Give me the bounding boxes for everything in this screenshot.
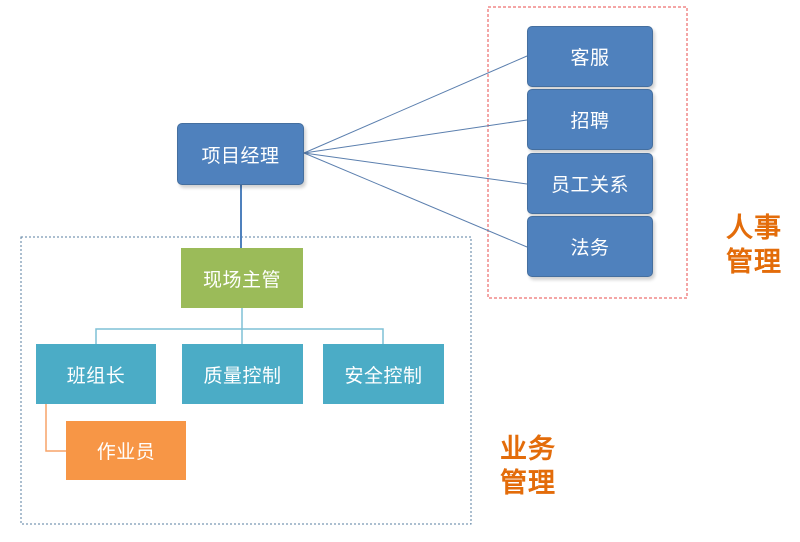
business-management-label: 业务 管理: [500, 433, 556, 501]
employee-relations-node: 员工关系: [527, 153, 653, 214]
quality-control-node: 质量控制: [182, 344, 303, 404]
recruitment-node: 招聘: [527, 89, 653, 150]
connector-pm-legal: [303, 152, 528, 248]
business-management-label-line2: 管理: [500, 468, 556, 499]
safety-control-node: 安全控制: [323, 344, 444, 404]
hr-management-label-line1: 人事: [726, 213, 782, 244]
business-management-box: [20, 236, 472, 525]
hr-management-label-line2: 管理: [726, 247, 782, 278]
connector-pm-recruitment: [303, 119, 528, 154]
connector-pm-customer-service: [303, 55, 528, 154]
connector-pm-employee-relations: [303, 152, 528, 185]
legal-node: 法务: [527, 216, 653, 277]
site-supervisor-node: 现场主管: [181, 248, 303, 308]
business-management-label-line1: 业务: [500, 434, 556, 465]
worker-node: 作业员: [66, 421, 186, 480]
team-leader-node: 班组长: [36, 344, 156, 404]
connector-team-leader-worker: [45, 404, 66, 452]
hr-management-label: 人事 管理: [726, 212, 782, 280]
customer-service-node: 客服: [527, 26, 653, 87]
connector-team-bus: [95, 328, 384, 344]
project-manager-node: 项目经理: [177, 123, 304, 185]
